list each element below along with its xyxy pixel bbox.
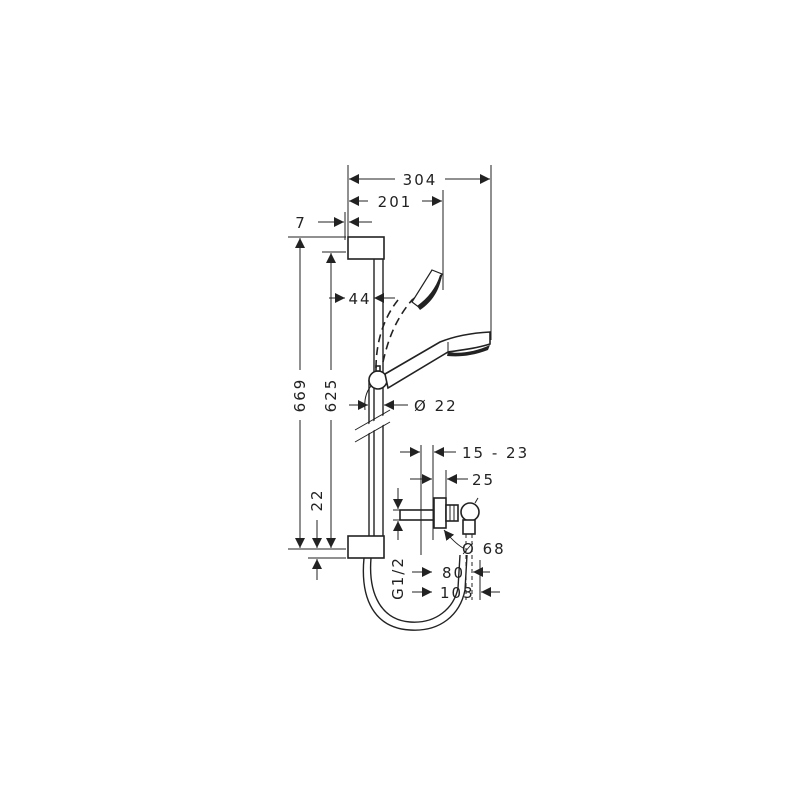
outlet-connector — [462, 519, 476, 535]
outlet-elbow — [460, 502, 480, 522]
dimension-thread: G1/2 — [389, 488, 407, 600]
dim-80-label: 80 — [442, 564, 465, 582]
dim-201-label: 201 — [378, 193, 413, 211]
wall-outlet — [399, 497, 480, 535]
shower-rail — [347, 236, 391, 559]
dimension-669: 669 — [288, 236, 346, 550]
dimension-625: 625 — [322, 251, 346, 548]
dim-7-label: 7 — [295, 214, 307, 232]
dimension-rail-diameter: Ø 22 — [349, 397, 458, 415]
dimension-103: 103 — [412, 584, 500, 602]
dim-25-label: 25 — [472, 471, 495, 489]
dim-68-label: Ø 68 — [462, 540, 506, 558]
dim-22-diameter-label: Ø 22 — [414, 397, 458, 415]
dim-103-label: 103 — [440, 584, 475, 602]
dimension-22-bottom: 22 — [308, 488, 346, 580]
dim-669-label: 669 — [291, 378, 309, 413]
bottom-bracket — [347, 535, 385, 559]
shower-hose — [362, 554, 468, 631]
hand-shower — [384, 331, 491, 390]
dimension-44: 44 — [329, 290, 395, 308]
hand-shower-alt-position — [375, 269, 443, 369]
outlet-flange — [433, 497, 447, 529]
dimension-201: 201 — [349, 190, 444, 290]
connector-centerlines — [465, 534, 481, 600]
dim-304-label: 304 — [403, 171, 438, 189]
outlet-nut — [445, 504, 459, 522]
dim-15-23-label: 15 - 23 — [462, 444, 529, 462]
dimension-80: 80 — [412, 564, 490, 582]
dim-22-label: 22 — [308, 488, 326, 511]
dimension-25: 25 — [410, 470, 495, 498]
dimension-7: 7 — [295, 212, 372, 240]
dimension-15-23: 15 - 23 — [400, 444, 529, 555]
dim-44-label: 44 — [348, 290, 371, 308]
dimension-304: 304 — [347, 165, 492, 340]
outlet-pipe — [399, 509, 435, 521]
dim-625-label: 625 — [322, 378, 340, 413]
dim-g12-label: G1/2 — [389, 556, 407, 600]
top-bracket — [347, 236, 385, 260]
